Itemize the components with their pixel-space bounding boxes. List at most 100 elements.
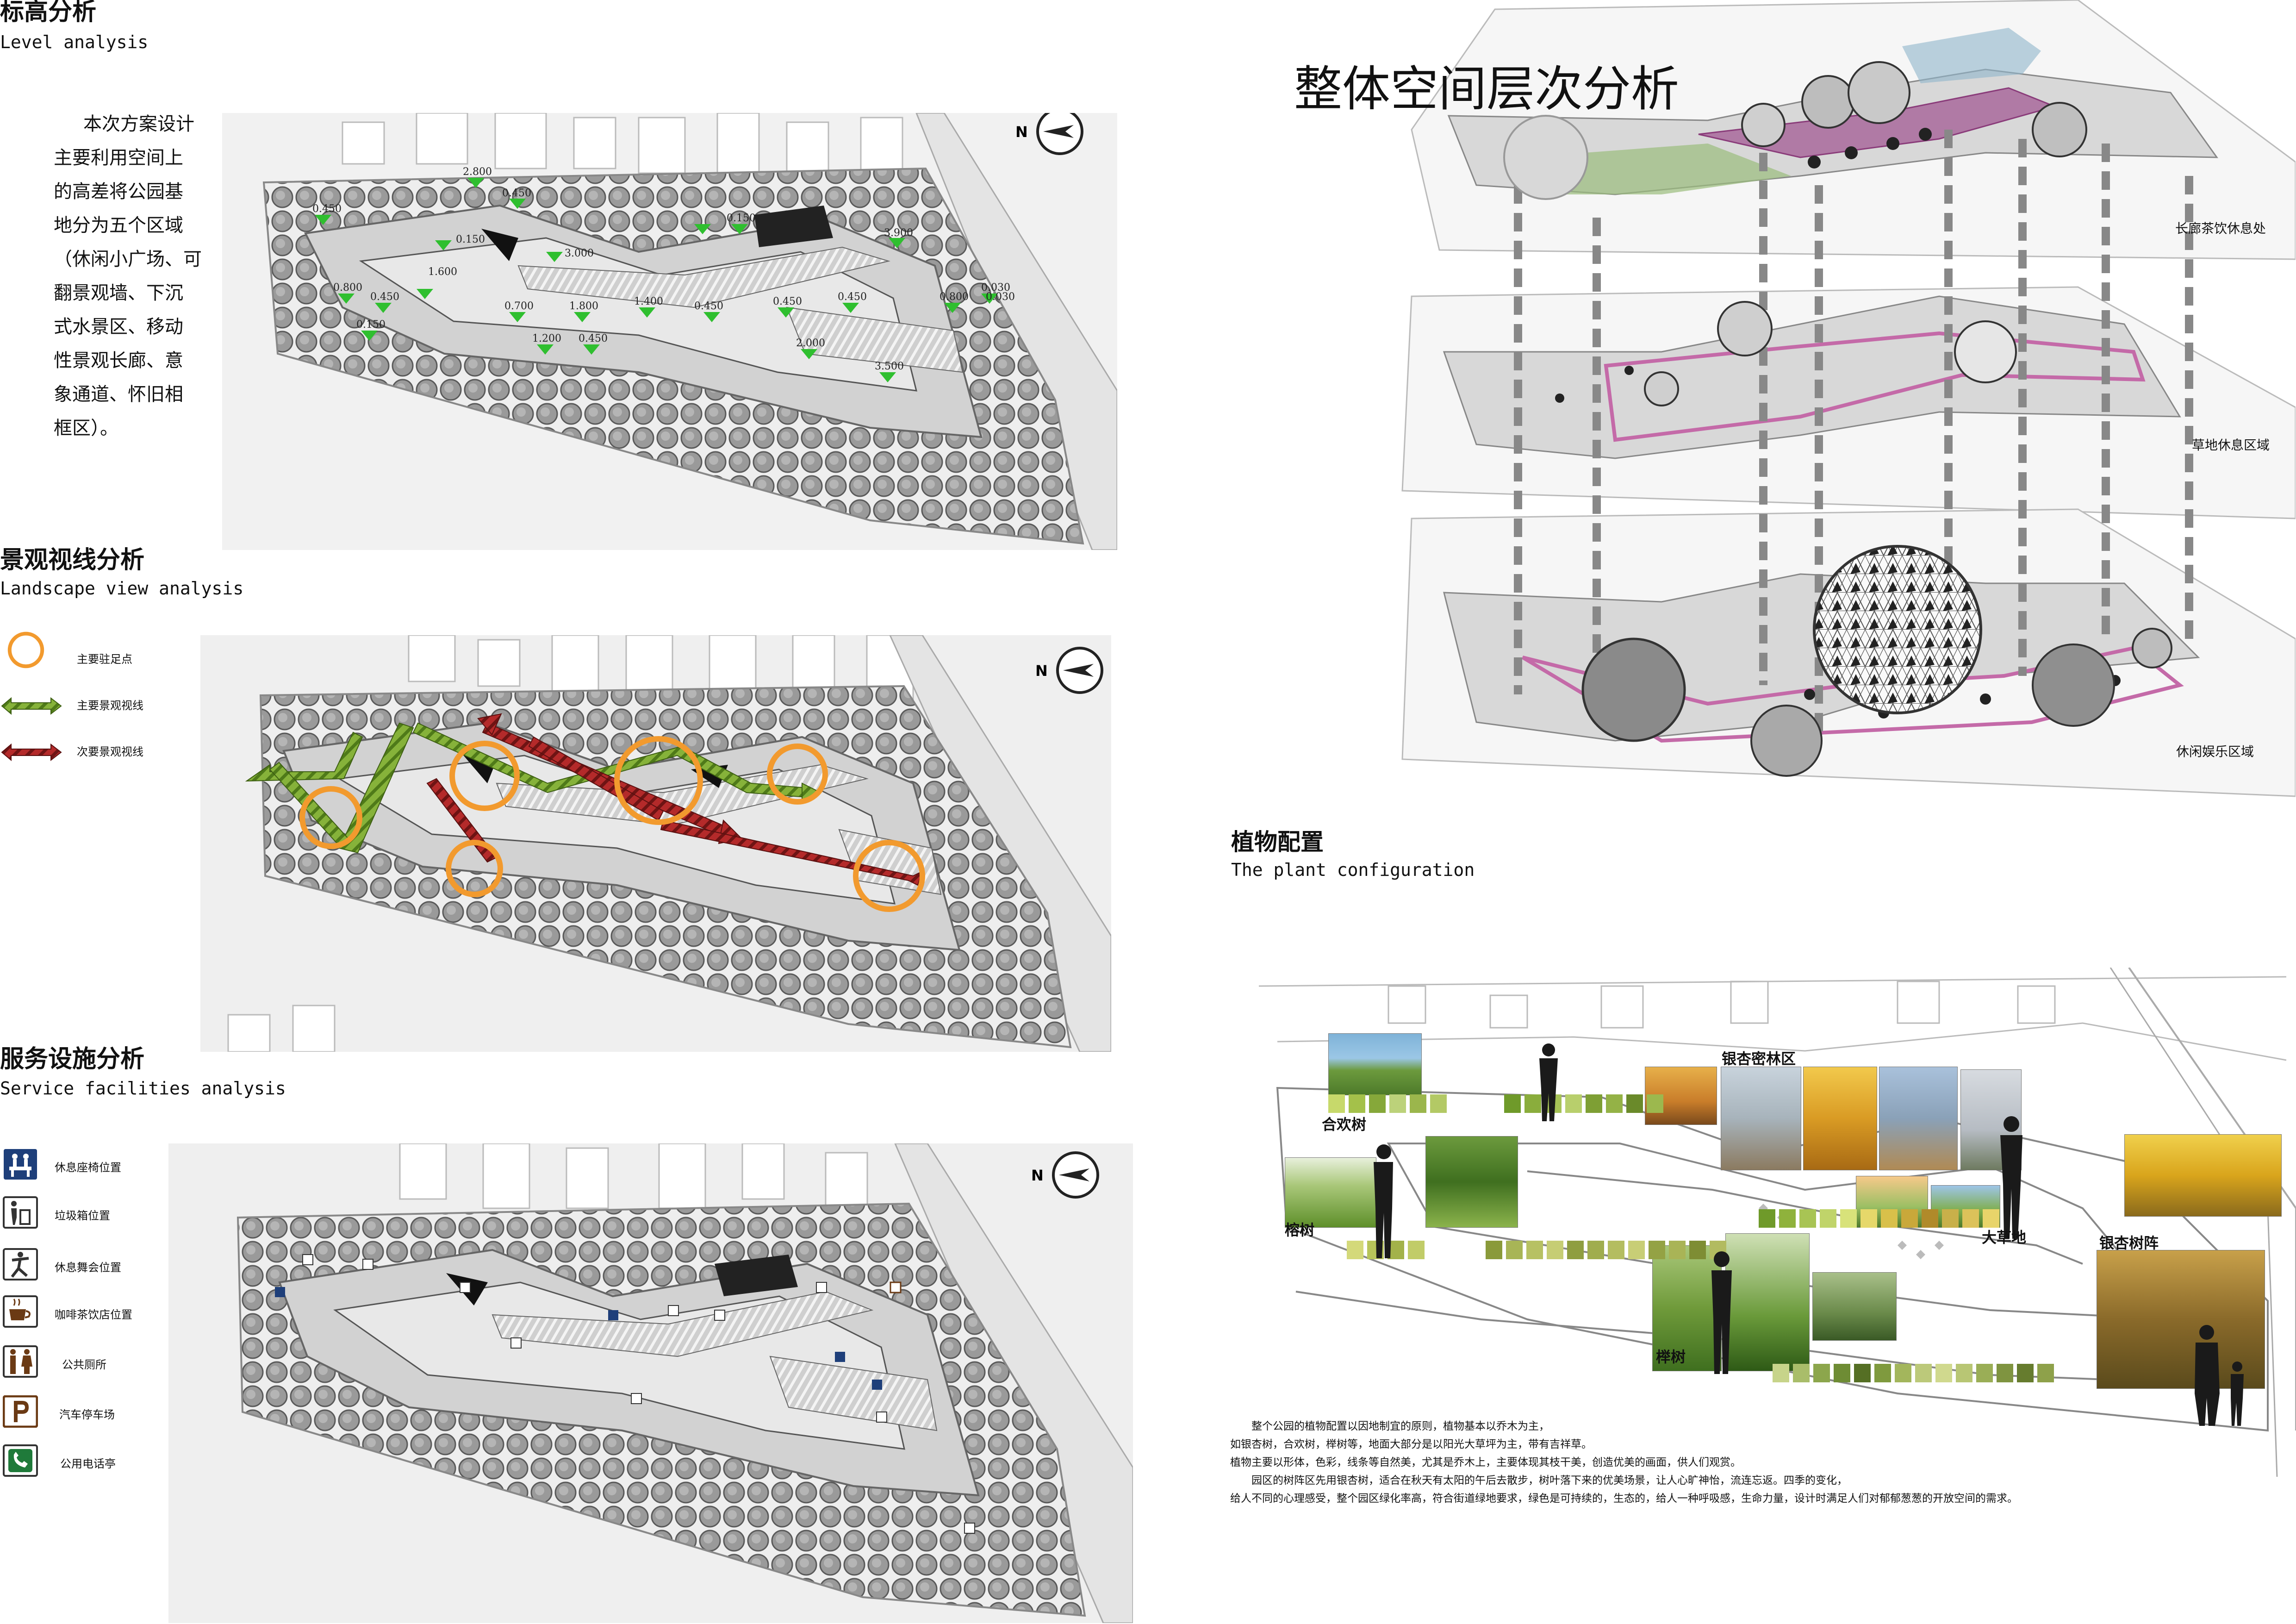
photo-bubbles xyxy=(1503,61,2172,777)
service-subtitle: Service facilities analysis xyxy=(0,1078,286,1099)
intro-line: 式水景区、移动 xyxy=(54,316,183,337)
elev-label: 3.900 xyxy=(884,227,913,239)
legend-secondary-sight-icon xyxy=(1,743,62,762)
bench-icon xyxy=(4,1149,37,1180)
plant-desc-line: 植物主要以形体，色彩，线条等自然美，尤其是乔木上，主要体现其枝干美，创造优美的画… xyxy=(1230,1456,1741,1468)
view-plan: N xyxy=(200,635,1111,1052)
plant-subtitle: The plant configuration xyxy=(1231,860,1475,880)
view-title: 景观视线分析 xyxy=(0,546,145,574)
intro-line: 地分为五个区域 xyxy=(54,215,183,236)
view-subtitle: Landscape view analysis xyxy=(0,578,244,599)
trash-bin-icon xyxy=(3,1196,38,1229)
intro-line: 本次方案设计 xyxy=(83,113,194,135)
legend-toilet: 公共厕所 xyxy=(62,1358,106,1371)
legend-stop-point: 主要驻足点 xyxy=(77,653,132,666)
dance-icon xyxy=(3,1248,38,1280)
legend-trash: 垃圾箱位置 xyxy=(55,1209,110,1222)
label-banyan: 榕树 xyxy=(1285,1221,1315,1239)
intro-line: （休闲小广场、可 xyxy=(54,249,202,270)
elev-label: 0.030 xyxy=(986,291,1015,303)
elev-label: 0.150 xyxy=(356,319,386,331)
person-silhouette xyxy=(1539,1043,1558,1121)
label-lawn-rest: 草地休息区域 xyxy=(2192,437,2270,453)
space-title: 整体空间层次分析 xyxy=(1294,61,1680,117)
photo-lawn-trees xyxy=(1425,1136,1518,1228)
legend-phone: 公用电话亭 xyxy=(60,1457,116,1470)
intro-line: 性景观长廊、意 xyxy=(54,350,183,371)
compass-icon: N xyxy=(1035,647,1103,694)
swatch-strip-2 xyxy=(1347,1241,1763,1259)
stop-points xyxy=(299,736,925,912)
legend-parking: 汽车停车场 xyxy=(59,1408,115,1421)
person-silhouette xyxy=(1374,1144,1393,1258)
elev-label: 2.800 xyxy=(463,166,492,178)
intro-line: 翻景观墙、下沉 xyxy=(54,282,183,304)
intro-line: 框区）。 xyxy=(54,418,118,439)
intro-line: 主要利用空间上 xyxy=(54,147,183,169)
elev-label: 0.450 xyxy=(312,203,342,215)
elev-label: 1.600 xyxy=(428,266,457,278)
elev-label: 0.800 xyxy=(333,282,362,294)
level-subtitle: Level analysis xyxy=(0,32,149,52)
label-ginkgo-array: 银杏树阵 xyxy=(2099,1234,2159,1252)
swatch-strip-3 xyxy=(1759,1209,2175,1228)
parking-icon xyxy=(3,1395,38,1428)
plant-description: 整个公园的植物配置以因地制宜的原则，植物基本以乔木为主， 如银杏树，合欢树，榉树… xyxy=(1230,1418,2285,1508)
toilet-icon xyxy=(3,1345,38,1378)
elev-label: 0.450 xyxy=(694,300,723,312)
intro-line: 的高差将公园基 xyxy=(54,181,183,202)
service-plan: N xyxy=(168,1143,1133,1623)
elevation-labels: 2.800 0.450 0.450 0.150 1.600 3.000 0.80… xyxy=(312,166,1015,372)
space-diagram xyxy=(1384,0,2296,815)
photo-ginkgo-4 xyxy=(1879,1067,1958,1170)
elev-label: 0.800 xyxy=(940,291,969,303)
elev-label: 0.450 xyxy=(838,291,867,303)
phone-icon xyxy=(3,1444,38,1477)
swatch-strip-4 xyxy=(1773,1364,2189,1382)
photo-albizia xyxy=(1328,1033,1422,1095)
plant-desc-line: 整个公园的植物配置以因地制宜的原则，植物基本以乔木为主， xyxy=(1251,1420,1549,1432)
elev-label: 0.150 xyxy=(727,212,756,224)
person-silhouette xyxy=(1711,1251,1732,1374)
label-albizia: 合欢树 xyxy=(1322,1116,1367,1133)
legend-main-sight-icon xyxy=(1,697,62,715)
level-intro: 本次方案设计 主要利用空间上 的高差将公园基 地分为五个区域 （休闲小广场、可 … xyxy=(54,107,206,445)
elev-label: 0.150 xyxy=(456,234,485,245)
photo-ginkgo-array xyxy=(2124,1134,2282,1217)
level-plan: 2.800 0.450 0.450 0.150 1.600 3.000 0.80… xyxy=(222,113,1117,550)
legend-secondary-sight: 次要景观视线 xyxy=(77,745,143,758)
compass-label: N xyxy=(1035,662,1048,680)
label-leisure: 休闲娱乐区域 xyxy=(2176,744,2254,759)
legend-coffee: 咖啡茶饮店位置 xyxy=(55,1308,132,1321)
elev-label: 3.500 xyxy=(875,361,904,372)
photo-banyan xyxy=(1285,1157,1376,1228)
intro-line: 象通道、怀旧相 xyxy=(54,384,183,405)
elev-label: 0.030 xyxy=(981,282,1010,294)
label-corridor-tea: 长廊茶饮休息处 xyxy=(2175,221,2266,236)
compass-label: N xyxy=(1031,1167,1044,1184)
buildings xyxy=(342,113,903,174)
elev-label: 0.450 xyxy=(579,333,608,344)
compass-icon: N xyxy=(1031,1151,1099,1199)
compass-icon: N xyxy=(1015,113,1083,155)
photo-ginkgo-2 xyxy=(1721,1067,1801,1170)
elev-label: 2.000 xyxy=(796,337,825,349)
legend-dance: 休息舞会位置 xyxy=(55,1261,121,1274)
elevation-markers xyxy=(315,178,998,382)
elev-label: 0.450 xyxy=(370,291,399,303)
plant-desc-line: 如银杏树，合欢树，榉树等，地面大部分是以阳光大草坪为主，带有吉祥草。 xyxy=(1230,1438,1592,1450)
service-title: 服务设施分析 xyxy=(0,1045,145,1073)
elev-label: 1.800 xyxy=(569,300,598,312)
elev-label: 1.200 xyxy=(532,333,561,344)
label-big-lawn: 大草地 xyxy=(1982,1229,2027,1246)
legend-main-sight: 主要景观视线 xyxy=(77,699,143,712)
elev-label: 0.450 xyxy=(502,187,531,199)
layer-top xyxy=(1411,0,2296,260)
level-title: 标高分析 xyxy=(0,0,97,26)
photo-ginkgo-3 xyxy=(1803,1067,1877,1170)
elev-label: 1.400 xyxy=(634,296,663,307)
plant-desc-line: 给人不同的心理感受，整个园区绿化率高，符合街道绿地要求，绿色是可持续的，生态的，… xyxy=(1230,1493,2018,1505)
legend-stop-point-icon xyxy=(7,631,44,668)
family-silhouette xyxy=(2195,1325,2244,1426)
facility-markers xyxy=(275,1254,975,1534)
